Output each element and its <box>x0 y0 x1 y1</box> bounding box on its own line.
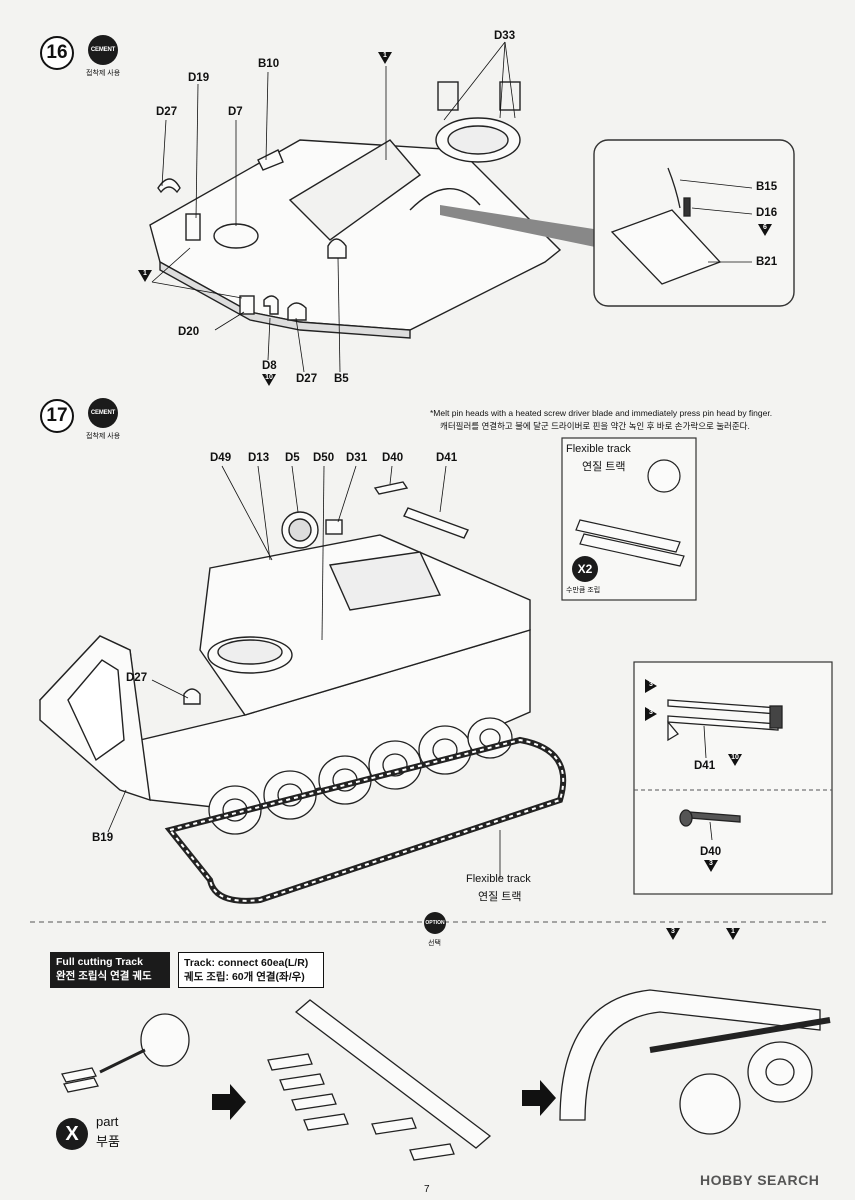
flex-track-ko: 연질 트랙 <box>478 891 522 903</box>
part-x-badge: X <box>56 1118 88 1150</box>
label-d31: D31 <box>346 452 368 464</box>
track-connect-en: Track: connect 60ea(L/R) <box>184 957 309 969</box>
label-d8: D8 <box>262 360 277 372</box>
label-d50: D50 <box>313 452 335 464</box>
marker-10: 10 <box>728 754 742 766</box>
part-label-en: part <box>96 1114 119 1129</box>
track-connect-box: Track: connect 60ea(L/R) 궤도 조립: 60개 연결(좌… <box>178 952 324 988</box>
label-d33: D33 <box>494 30 516 42</box>
hobby-search-watermark: HOBBY SEARCH <box>700 1172 820 1188</box>
marker-3b: 3 <box>644 707 658 721</box>
marker-3c: 3 <box>704 860 718 872</box>
option-title-en: Full cutting Track <box>56 956 143 968</box>
label-d40: D40 <box>382 452 404 464</box>
cement-caption: 접착제 사용 <box>86 70 121 77</box>
page-number: 7 <box>424 1184 430 1195</box>
marker-1-left: 1 <box>138 270 152 282</box>
label-d7: D7 <box>228 106 243 118</box>
marker-option-1: 1 <box>726 928 740 940</box>
note-ko: 캐터필러를 연결하고 불에 달군 드라이버로 핀을 약간 녹인 후 바로 손가락… <box>440 421 750 431</box>
label-d41: D41 <box>436 452 458 464</box>
part-label-ko: 부품 <box>96 1134 120 1149</box>
x2-caption: 수만큼 조립 <box>566 587 601 594</box>
marker-6: 6 <box>758 224 772 236</box>
label-b19: B19 <box>92 832 114 844</box>
label-d13: D13 <box>248 452 270 464</box>
flex-track-en: Flexible track <box>466 873 531 885</box>
label-b5: B5 <box>334 373 349 385</box>
marker-3a: 3 <box>644 679 658 693</box>
flex-inset-title-en: Flexible track <box>566 443 631 455</box>
label-d5: D5 <box>285 452 300 464</box>
label-b21: B21 <box>756 256 778 268</box>
cement-icon: CEMENT <box>88 35 118 65</box>
marker-10: 10 <box>262 374 276 386</box>
option-badge-caption: 선택 <box>428 940 441 947</box>
label-d40-detail: D40 <box>700 846 722 858</box>
label-d27-top: D27 <box>156 106 178 118</box>
note-en: *Melt pin heads with a heated screw driv… <box>430 408 773 418</box>
track-connect-ko: 궤도 조립: 60개 연결(좌/우) <box>184 971 305 983</box>
label-d16: D16 <box>756 207 778 219</box>
label-d20: D20 <box>178 326 200 338</box>
step-16-number: 16 <box>40 36 74 70</box>
label-d19: D19 <box>188 72 210 84</box>
marker-1-top: 1 <box>378 52 392 64</box>
label-d41-detail: D41 <box>694 760 716 772</box>
marker-option-3: 3 <box>666 928 680 940</box>
option-title-ko: 완전 조립식 연결 궤도 <box>56 970 152 982</box>
cement-caption: 접착제 사용 <box>86 433 121 440</box>
label-d27-bottom: D27 <box>296 373 318 385</box>
label-d27: D27 <box>126 672 148 684</box>
label-b15: B15 <box>756 181 778 193</box>
option-badge: OPTION <box>424 912 446 934</box>
flex-inset-title-ko: 연질 트랙 <box>582 461 626 473</box>
option-title-box: Full cutting Track 완전 조립식 연결 궤도 <box>50 952 170 988</box>
label-d49: D49 <box>210 452 232 464</box>
x2-badge: X2 <box>572 556 598 582</box>
label-b10: B10 <box>258 58 280 70</box>
step-17-number: 17 <box>40 399 74 433</box>
cement-icon: CEMENT <box>88 398 118 428</box>
